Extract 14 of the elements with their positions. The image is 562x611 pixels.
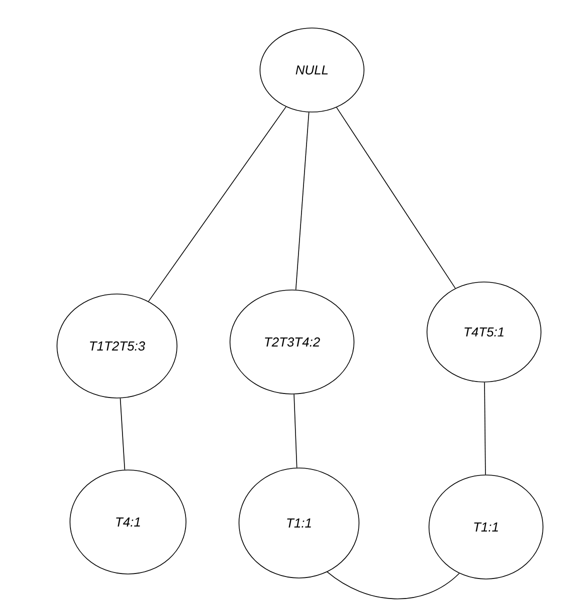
tree-node: T1T2T5:3 (56, 294, 178, 398)
tree-node: T1:1 (238, 468, 360, 578)
tree-node: T2T3T4:2 (230, 290, 354, 394)
tree-node: T4T5:1 (426, 282, 542, 382)
connector-line (295, 112, 310, 290)
connector-line (336, 107, 456, 289)
connector-line (294, 394, 298, 468)
tree-node: T1:1 (428, 474, 544, 580)
connector-line (326, 572, 460, 600)
tree-node: T4:1 (70, 470, 186, 574)
connector-line (120, 398, 126, 470)
connector-line (484, 382, 486, 475)
tree-node: NULL (260, 28, 364, 112)
connector-line (148, 106, 286, 302)
